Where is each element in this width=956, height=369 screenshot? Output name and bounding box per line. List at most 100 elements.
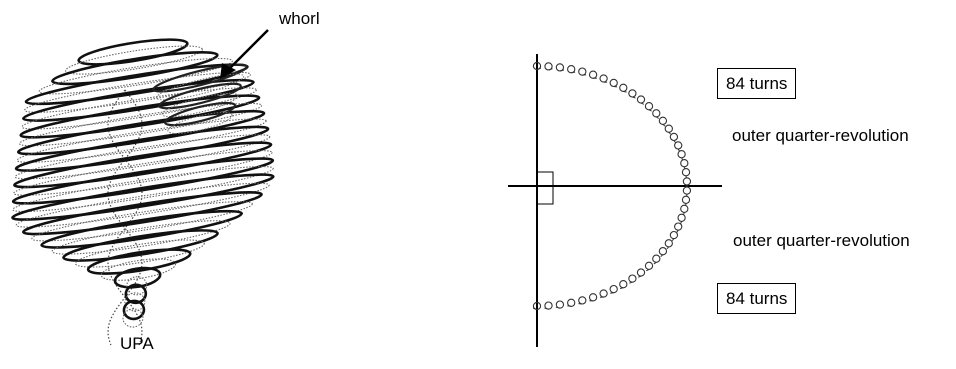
loop-tail <box>646 268 650 272</box>
whorl-ring <box>124 283 148 305</box>
loop-tail <box>668 131 672 135</box>
whorl-ring <box>31 201 253 242</box>
loop-mark <box>680 159 689 168</box>
whorl-ring <box>22 78 255 122</box>
whorl-ring <box>13 150 273 196</box>
inner-helix-strand <box>107 89 143 346</box>
loop-tail <box>640 102 645 105</box>
loop-tail <box>637 275 642 278</box>
loop-mark <box>677 213 686 222</box>
top-turns-box: 84 turns <box>717 68 797 99</box>
whorl-ring <box>74 239 205 268</box>
loop-mark <box>619 83 628 92</box>
loop-mark <box>619 280 628 289</box>
whorl-ring <box>64 45 203 75</box>
whorl-ring <box>12 166 274 213</box>
whorl-ring <box>14 134 271 180</box>
loop-tail <box>610 292 614 294</box>
loop-tail <box>544 307 549 310</box>
loop-mark <box>578 296 587 305</box>
loop-mark <box>658 247 668 256</box>
loop-mark <box>567 65 576 74</box>
loop-arc <box>532 61 692 311</box>
loop-mark <box>567 298 576 307</box>
whorl-pointer-arrow <box>220 29 269 79</box>
loop-tail <box>555 306 561 309</box>
whorl-ring <box>113 266 162 289</box>
loop-mark <box>644 261 654 270</box>
whorl-ring <box>163 101 237 127</box>
loop-mark <box>588 293 598 302</box>
loop-mark <box>674 222 683 231</box>
whorl-ring <box>122 299 146 321</box>
loop-mark <box>658 116 668 125</box>
loop-mark <box>682 177 692 186</box>
whorl-ring <box>155 73 245 101</box>
loop-mark <box>599 74 608 83</box>
loop-tail <box>567 305 572 307</box>
loop-mark <box>681 168 691 177</box>
loop-mark <box>669 132 679 142</box>
whorl-ring <box>21 87 257 130</box>
loop-tail <box>653 261 657 265</box>
loop-tail <box>571 71 576 74</box>
loop-tail <box>662 124 666 127</box>
loop-mark <box>681 195 691 204</box>
whorl-ring <box>19 94 261 139</box>
loop-tail <box>648 109 652 112</box>
loop-mark <box>652 254 661 263</box>
whorl-ring <box>15 182 270 228</box>
loop-tail <box>559 69 565 72</box>
whorl-ring <box>152 63 248 93</box>
loop-tail <box>656 116 659 119</box>
whorl-ring <box>16 109 266 156</box>
loop-mark <box>674 141 683 150</box>
whorl-ring <box>100 258 177 281</box>
loop-tail <box>623 90 627 93</box>
whorl-label: whorl <box>279 9 320 28</box>
loop-tail <box>532 307 538 311</box>
loop-mark <box>628 89 637 98</box>
whorl-ring <box>51 51 219 86</box>
lower-quarter-annotation: outer quarter-revolution <box>733 231 910 250</box>
loop-mark <box>682 186 692 195</box>
loop-mark <box>669 230 679 240</box>
whorl-ring <box>18 102 263 147</box>
loop-mark <box>628 274 637 283</box>
loop-tail <box>666 246 670 250</box>
whorl-ring <box>11 157 275 205</box>
whorl-ring <box>86 248 192 275</box>
whorl-ring <box>22 191 263 236</box>
whorl-ring <box>124 292 146 312</box>
whorl-ring <box>62 229 219 262</box>
upa-caption: UPA <box>120 334 154 353</box>
whorl-ring <box>161 92 239 118</box>
loop-mark <box>652 109 661 118</box>
loop-mark <box>677 150 686 159</box>
whorl-ring <box>40 209 244 249</box>
whorl-ring <box>13 141 273 189</box>
loop-mark <box>578 67 587 76</box>
whorl-ring <box>158 82 242 110</box>
loop-tail <box>536 67 542 71</box>
whorl-ring <box>16 118 267 163</box>
loop-tail <box>632 96 636 99</box>
loop-mark <box>664 239 673 248</box>
loop-tail <box>629 281 633 284</box>
loop-tail <box>676 229 679 233</box>
loop-tail <box>671 238 675 242</box>
right-angle-marker <box>536 171 554 205</box>
whorl-ring <box>122 308 144 328</box>
loop-tail <box>619 287 624 289</box>
loop-tail <box>680 221 683 224</box>
loop-mark <box>609 284 618 294</box>
whorl-ring <box>77 38 189 66</box>
loop-tail <box>548 68 553 71</box>
loop-mark <box>588 70 598 79</box>
loop-mark <box>636 95 646 104</box>
whorl-ring <box>38 57 233 95</box>
loop-mark <box>680 204 689 213</box>
